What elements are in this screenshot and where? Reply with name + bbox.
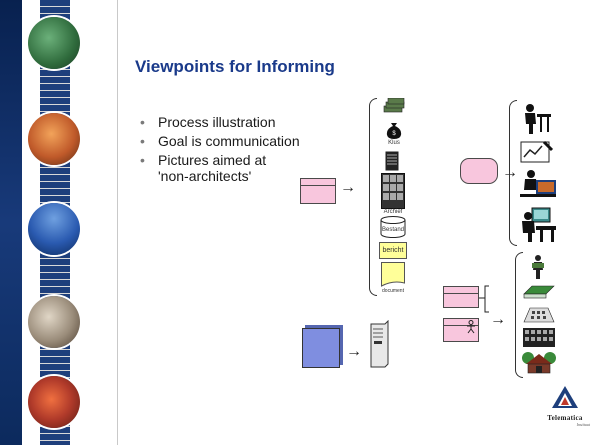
node-box [302, 328, 340, 368]
bullet-item: Pictures aimed at 'non-architects' [140, 152, 278, 184]
bullet-item: Goal is communication [140, 133, 300, 149]
photo-circle-3 [28, 203, 80, 255]
telematica-logo: Telematica Instituut [540, 385, 590, 427]
slide-title: Viewpoints for Informing [135, 57, 335, 76]
archief-label: Archief [383, 209, 403, 215]
logo-triangle-icon [552, 386, 578, 408]
arrow-icon: → [502, 164, 518, 181]
city-building-icon [523, 328, 555, 347]
svg-text:$: $ [392, 131, 396, 137]
photo-circle-4 [28, 296, 80, 348]
stick-figure-icon [467, 320, 475, 334]
computer-worker-icon [522, 207, 556, 242]
decorative-sidebar [0, 0, 118, 445]
arrow-icon: → [340, 179, 356, 196]
sidebar-stripe [0, 0, 22, 445]
worker-figure-icon [532, 255, 544, 279]
warehouse-icon [522, 352, 556, 374]
process-box [300, 178, 336, 204]
klus-label: Klus [388, 140, 400, 146]
tower-server-icon [370, 320, 389, 368]
archive-cabinet-icon [381, 173, 405, 209]
logo-text: Telematica [547, 414, 583, 422]
photo-circle-1 [28, 17, 80, 69]
bullet-item: Process illustration [140, 114, 300, 130]
component-box [443, 286, 479, 308]
connector-line-icon [479, 285, 489, 313]
money-stack-icon [383, 98, 405, 113]
desk-worker-icon [520, 170, 556, 197]
message-box [379, 242, 407, 259]
database-icon [380, 216, 406, 238]
document-label: document [382, 288, 404, 294]
bestand-label: Bestand [381, 227, 405, 233]
signing-document-icon [520, 140, 554, 163]
document-icon [381, 262, 405, 287]
photo-circle-2 [28, 113, 80, 165]
office-building-icon [523, 307, 555, 323]
right-brace-upper [509, 100, 517, 246]
photo-circle-5 [28, 376, 80, 428]
office-worker-icon [525, 104, 551, 134]
process-rounded-box [460, 158, 498, 184]
logo-subtext: Instituut [576, 422, 590, 427]
building-platform-icon [523, 285, 555, 299]
bullet-list: Process illustration Goal is communicati… [140, 114, 300, 187]
bericht-label: bericht [382, 247, 404, 254]
arrow-icon: → [346, 343, 362, 360]
left-brace [369, 98, 377, 296]
sidebar-divider [117, 0, 118, 445]
money-bag-icon: $ [386, 123, 402, 139]
arrow-icon: → [490, 311, 506, 328]
server-icon [385, 151, 399, 171]
